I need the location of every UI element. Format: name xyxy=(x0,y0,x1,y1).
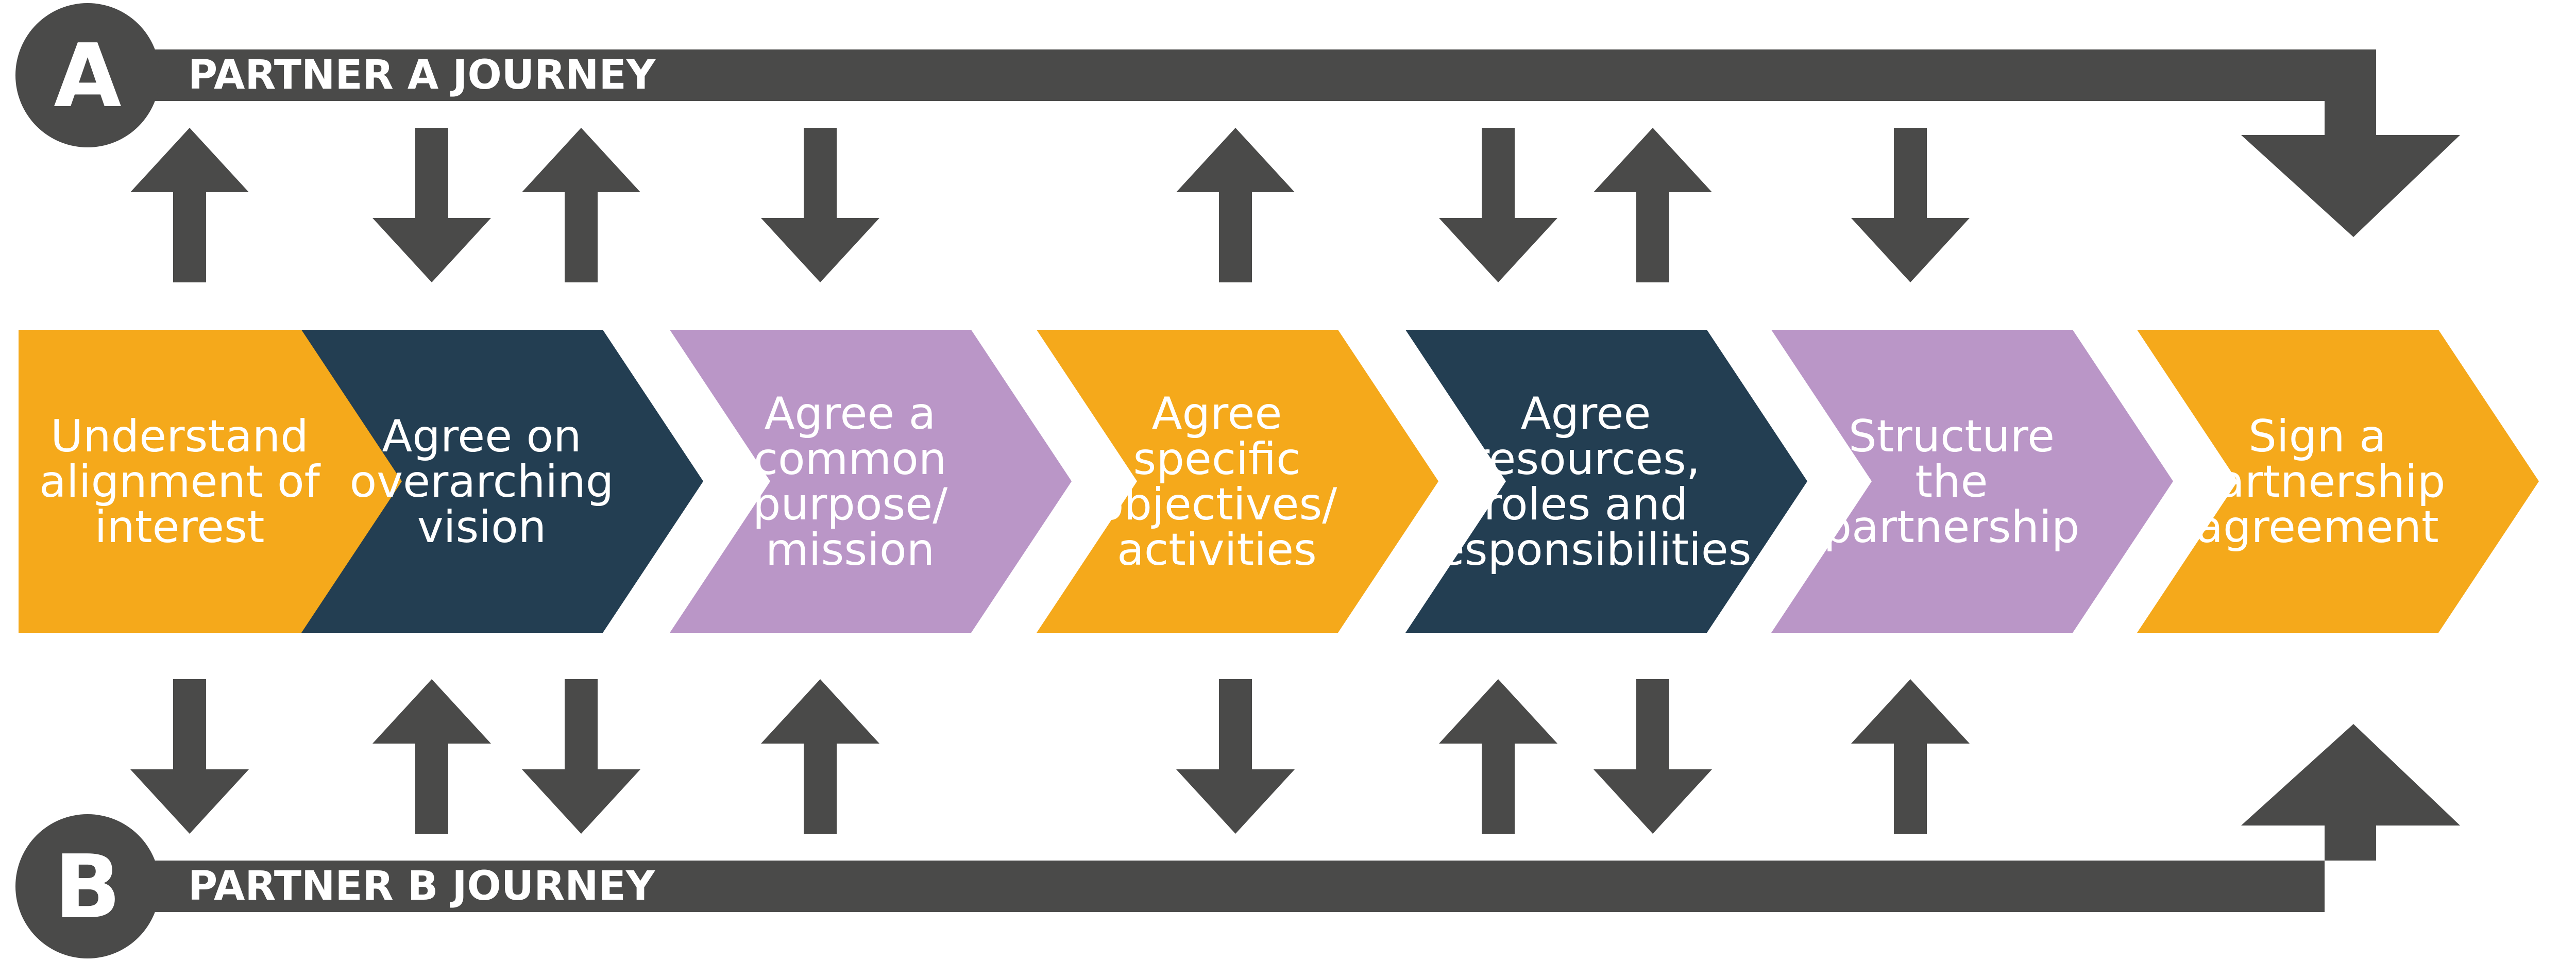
arrow-up-icon xyxy=(1851,679,1970,834)
arrow-down-icon xyxy=(1176,679,1295,834)
partner-b-badge xyxy=(15,814,160,958)
step-label-line: Agree a xyxy=(765,388,936,440)
step-label-line: Agree on xyxy=(382,411,581,462)
partner-b-label: PARTNER B JOURNEY xyxy=(188,863,656,910)
step-label-line: interest xyxy=(95,501,265,553)
bottom-arrow-row xyxy=(130,679,1970,834)
step-label-line: resources, xyxy=(1471,433,1700,485)
step-label-line: mission xyxy=(766,524,935,576)
step-label-line: roles and xyxy=(1484,479,1688,530)
step-label-line: objectives/ xyxy=(1097,479,1337,530)
arrow-up-icon xyxy=(761,679,879,834)
chevron-shape xyxy=(2137,330,2539,633)
step-label-line: responsibilities xyxy=(1420,524,1751,576)
step-label-line: agreement xyxy=(2196,501,2439,553)
arrow-up-icon xyxy=(372,679,491,834)
step-label-line: Agree xyxy=(1521,388,1651,440)
chevron-shape xyxy=(670,330,1072,633)
partner-b-letter: B xyxy=(54,836,121,938)
arrow-down-icon xyxy=(1439,128,1557,282)
partner-a-label: PARTNER A JOURNEY xyxy=(188,52,656,98)
arrow-down-icon xyxy=(372,128,491,282)
step-label-line: vision xyxy=(417,501,547,553)
step-label-line: the xyxy=(1915,456,1988,508)
arrow-up-icon xyxy=(1439,679,1557,834)
partner-b-journey: B PARTNER B JOURNEY xyxy=(15,724,2460,958)
arrow-down-icon xyxy=(522,679,640,834)
partner-a-journey: A PARTNER A JOURNEY xyxy=(15,3,2460,237)
chevron-shape xyxy=(19,330,420,633)
arrow-up-icon xyxy=(1176,128,1295,282)
step-label-line: purpose/ xyxy=(753,479,947,530)
step-label-line: Agree xyxy=(1152,388,1282,440)
arrow-up-icon xyxy=(522,128,640,282)
partner-a-letter: A xyxy=(54,25,122,127)
partner-a-badge xyxy=(15,3,160,147)
step-label-line: Understand xyxy=(50,411,309,462)
arrow-up-icon xyxy=(1594,128,1712,282)
chevron-shape xyxy=(301,330,703,633)
step-label-line: Sign a xyxy=(2248,411,2386,462)
chevron-shape xyxy=(1405,330,1807,633)
step-label-line: common xyxy=(754,433,947,485)
partner-a-track xyxy=(77,49,2460,237)
partner-b-track xyxy=(77,724,2460,912)
step-label-line: alignment of xyxy=(39,456,320,508)
step-label-line: specific xyxy=(1133,433,1301,485)
arrow-down-icon xyxy=(1594,679,1712,834)
arrow-up-icon xyxy=(130,128,249,282)
step-label-line: activities xyxy=(1117,524,1317,576)
chevron-shape xyxy=(1771,330,2173,633)
arrow-down-icon xyxy=(761,128,879,282)
chevron-shape xyxy=(1037,330,1438,633)
step-label-line: partnership xyxy=(1824,501,2080,553)
step-label-line: Structure xyxy=(1849,411,2055,462)
step-label-line: overarching xyxy=(350,456,614,508)
arrow-down-icon xyxy=(130,679,249,834)
top-arrow-row xyxy=(130,128,1970,282)
step-label-line: partnership xyxy=(2190,456,2446,508)
arrow-down-icon xyxy=(1851,128,1970,282)
